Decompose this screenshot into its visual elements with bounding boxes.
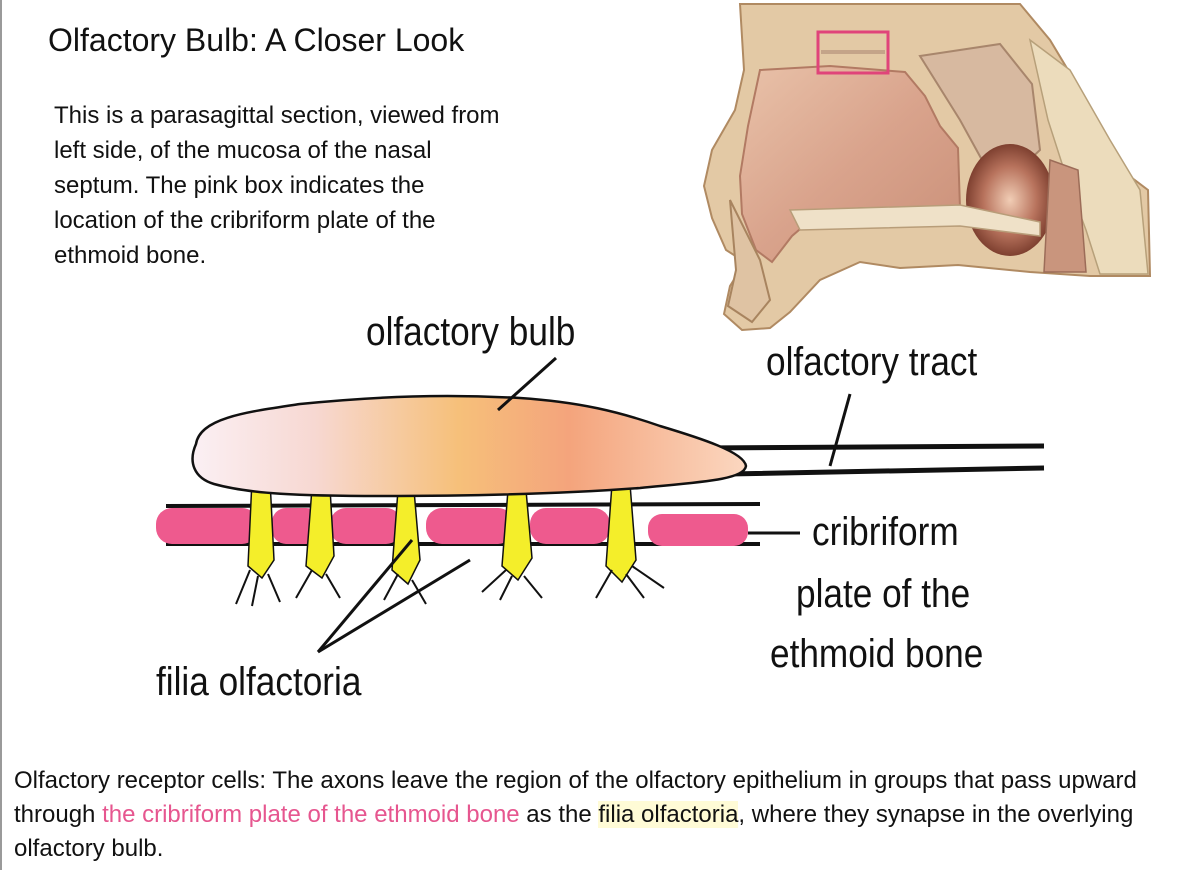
spongy-bone-region <box>1028 38 1149 275</box>
olfactory-bulb-shape <box>191 394 748 498</box>
filia-bundle <box>391 489 421 586</box>
label-cribriform-line-3: ethmoid bone <box>770 632 984 676</box>
caption-highlight-filia: filia olfactoria <box>598 801 739 828</box>
filia-olfactoria-bundles <box>235 479 665 607</box>
caption-text-middle: as the <box>519 801 599 828</box>
intro-line: location of the cribriform plate of the <box>54 207 436 234</box>
label-olfactory-bulb: olfactory bulb <box>366 310 576 354</box>
caption-paragraph: Olfactory receptor cells: The axons leav… <box>14 764 1164 866</box>
cribriform-indicator-box <box>816 30 890 75</box>
nose-tip <box>726 199 772 324</box>
slide-left-edge <box>0 0 2 870</box>
filia-leader-line <box>316 539 414 653</box>
plate-segment <box>330 508 402 544</box>
caption-highlight-cribriform: the cribriform plate of the ethmoid bone <box>102 801 520 828</box>
tract-upper-line <box>699 443 1045 451</box>
pharynx-wall <box>1043 158 1087 273</box>
pharynx-opening <box>966 144 1054 256</box>
bulb-leader-line <box>496 356 558 412</box>
plate-segment <box>530 508 610 544</box>
plate-segment <box>426 508 514 544</box>
intro-line: This is a parasagittal section, viewed f… <box>54 102 500 129</box>
palate <box>788 204 1041 237</box>
filia-bundle <box>501 489 533 582</box>
slide-title: Olfactory Bulb: A Closer Look <box>48 22 465 58</box>
caption-text-after: , where they synapse in the overlying ol… <box>14 801 1134 862</box>
caption-text-before: Olfactory receptor cells: The axons leav… <box>14 767 1137 828</box>
filia-bundle <box>247 479 275 580</box>
nasal-section-illustration <box>702 3 1152 332</box>
label-cribriform-line-2: plate of the <box>796 572 971 616</box>
tract-leader-line <box>828 393 852 467</box>
filia-rootlets <box>235 565 665 607</box>
label-olfactory-tract: olfactory tract <box>766 340 978 384</box>
filia-leader-lines <box>316 539 471 654</box>
filia-bundle <box>605 483 637 584</box>
label-filia-olfactoria: filia olfactoria <box>156 660 362 704</box>
plate-segment <box>648 514 748 546</box>
intro-paragraph: This is a parasagittal section, viewed f… <box>54 98 574 273</box>
olfactory-bulb-group <box>191 356 748 498</box>
label-cribriform-line-1: cribriform <box>812 510 959 554</box>
intro-line: ethmoid bone. <box>54 242 207 269</box>
filia-leader-line <box>317 558 471 654</box>
filia-bundle <box>305 487 335 580</box>
intro-line: left side, of the mucosa of the nasal <box>54 137 432 164</box>
plate-segment <box>156 508 258 544</box>
intro-line: septum. The pink box indicates the <box>54 172 425 199</box>
